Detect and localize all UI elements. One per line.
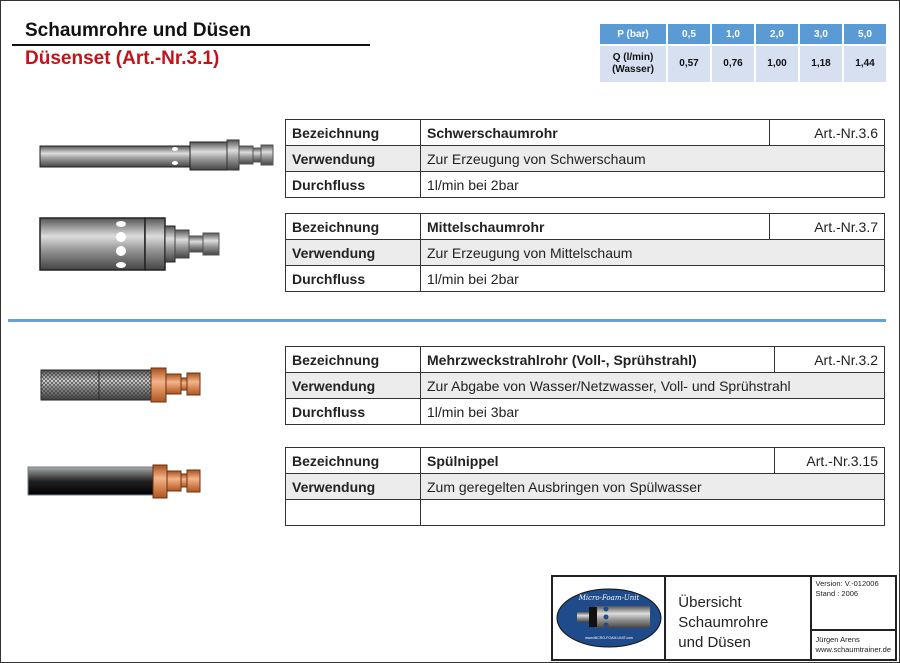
pressure-value: 3,0 <box>800 24 842 44</box>
item-art-nr: Art.-Nr.3.15 <box>774 447 885 474</box>
section-divider <box>8 319 886 322</box>
label-verwendung: Verwendung <box>285 372 421 399</box>
author-name: Jürgen Arens <box>815 635 860 644</box>
item-name: Mittelschaumrohr <box>420 213 770 240</box>
pressure-flow-table: P (bar) 0,5 1,0 2,0 3,0 5,0 Q (l/min)(Wa… <box>598 22 888 84</box>
strahlrohr-images <box>27 367 201 499</box>
logo-cell: Micro-Foam-Unit www.MICRO-FOAM-UNIT.com <box>553 577 667 659</box>
label-bezeichnung: Bezeichnung <box>285 346 421 373</box>
flow-value: 0,57 <box>668 46 710 82</box>
item-flow: 1l/min bei 3bar <box>420 398 885 425</box>
item-use: Zur Erzeugung von Schwerschaum <box>420 145 885 172</box>
author-website: www.schaumtrainer.de <box>815 645 891 654</box>
item-art-nr: Art.-Nr.3.7 <box>769 213 885 240</box>
title-underline <box>12 44 370 46</box>
label-bezeichnung: Bezeichnung <box>285 213 421 240</box>
label-bezeichnung: Bezeichnung <box>285 447 421 474</box>
pressure-value: 0,5 <box>668 24 710 44</box>
item-name: Schwerschaumrohr <box>420 119 770 146</box>
label-durchfluss: Durchfluss <box>285 265 421 292</box>
logo-url: www.MICRO-FOAM-UNIT.com <box>585 636 633 640</box>
item-name: Spülnippel <box>420 447 775 474</box>
item-use: Zur Abgabe von Wasser/Netzwasser, Voll- … <box>420 372 885 399</box>
flow-value: 1,18 <box>800 46 842 82</box>
pressure-header: P (bar) <box>600 24 666 44</box>
flow-value: 0,76 <box>712 46 754 82</box>
title-line: Schaumrohre <box>678 614 769 631</box>
pressure-value: 2,0 <box>756 24 798 44</box>
version-text: Version: V.-012006 <box>815 579 879 588</box>
schwerschaumrohr-image <box>39 139 274 271</box>
item-flow: 1l/min bei 2bar <box>420 171 885 198</box>
micro-foam-unit-logo: Micro-Foam-Unit www.MICRO-FOAM-UNIT.com <box>556 588 662 648</box>
label-verwendung: Verwendung <box>285 473 421 500</box>
label-durchfluss: Durchfluss <box>285 171 421 198</box>
title-line: Übersicht <box>678 594 742 611</box>
label-bezeichnung: Bezeichnung <box>285 119 421 146</box>
label-verwendung: Verwendung <box>285 239 421 266</box>
item-use: Zum geregelten Ausbringen von Spülwasser <box>420 473 885 500</box>
flow-label-medium: (Wasser) <box>612 64 654 75</box>
flow-label: Q (l/min) <box>612 52 654 63</box>
empty-cell <box>285 499 421 526</box>
pressure-value: 5,0 <box>844 24 886 44</box>
item-art-nr: Art.-Nr.3.2 <box>774 346 885 373</box>
flow-value: 1,44 <box>844 46 886 82</box>
label-durchfluss: Durchfluss <box>285 398 421 425</box>
item-art-nr: Art.-Nr.3.6 <box>769 119 885 146</box>
title-line: und Düsen <box>678 634 751 651</box>
flow-value: 1,00 <box>756 46 798 82</box>
title-block: Micro-Foam-Unit www.MICRO-FOAM-UNIT.com … <box>551 575 897 661</box>
document-title: Übersicht Schaumrohre und Düsen <box>666 577 812 659</box>
item-flow: 1l/min bei 2bar <box>420 265 885 292</box>
page-subtitle: Düsenset (Art.-Nr.3.1) <box>25 48 220 69</box>
pressure-value: 1,0 <box>712 24 754 44</box>
stand-text: Stand : 2006 <box>815 589 859 598</box>
empty-cell <box>420 499 885 526</box>
page-title: Schaumrohre und Düsen <box>25 20 251 41</box>
label-verwendung: Verwendung <box>285 145 421 172</box>
item-name: Mehrzweckstrahlrohr (Voll-, Sprühstrahl) <box>420 346 775 373</box>
logo-text: Micro-Foam-Unit <box>577 594 639 602</box>
item-use: Zur Erzeugung von Mittelschaum <box>420 239 885 266</box>
flow-header: Q (l/min)(Wasser) <box>600 46 666 82</box>
